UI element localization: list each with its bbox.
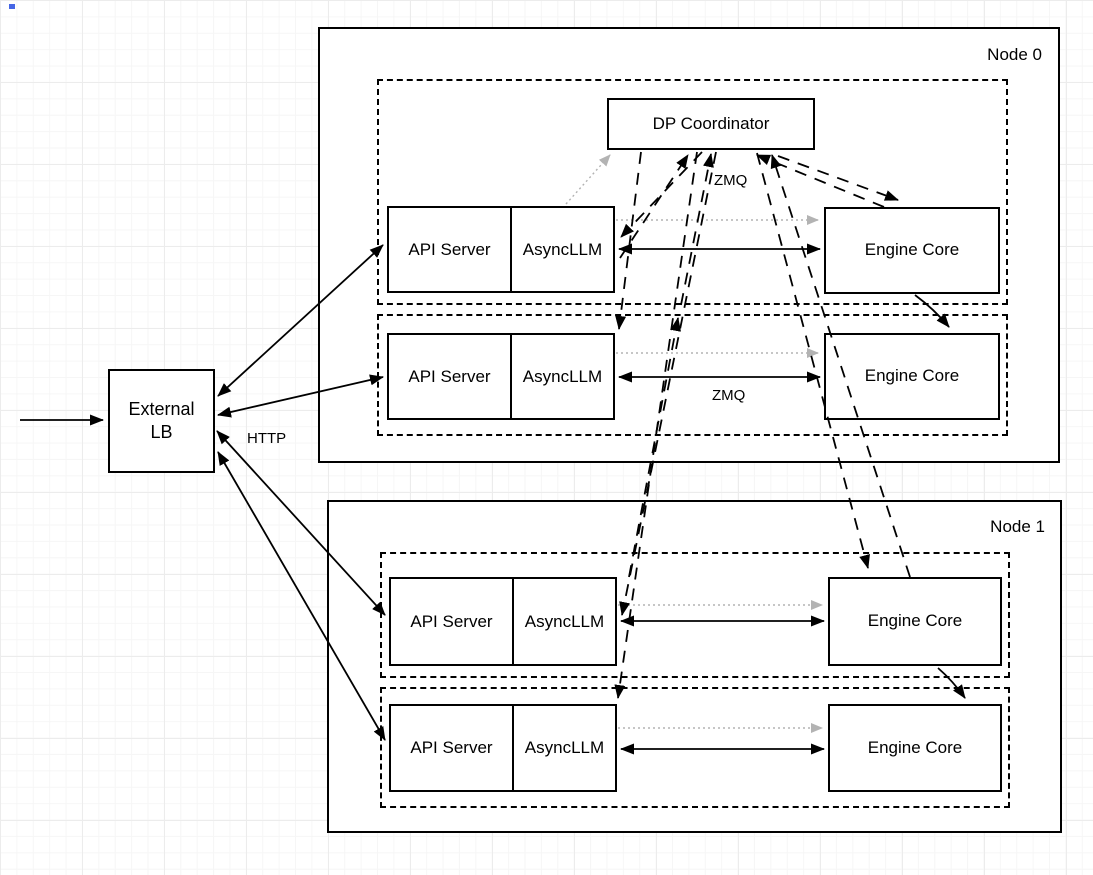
zmq-coordinator-edge-label: ZMQ (714, 172, 748, 189)
node1-row1-engine-core-box: Engine Core (828, 704, 1002, 792)
asyncllm-box: AsyncLLM (511, 706, 615, 790)
api-server-box: API Server (408, 366, 491, 386)
dp-coordinator-box: DP Coordinator (607, 98, 815, 150)
node0-row0-api-async-box: API Server AsyncLLM (387, 206, 615, 293)
cursor-artifact-dot (9, 4, 15, 9)
node1-row1-api-async-box: API Server AsyncLLM (389, 704, 617, 792)
asyncllm-box: AsyncLLM (511, 579, 615, 664)
http-edge-label: HTTP (247, 430, 287, 447)
api-server-box: API Server (410, 738, 493, 757)
zmq-engine-edge-label: ZMQ (712, 387, 746, 404)
node0-row0-engine-core-box: Engine Core (824, 207, 1000, 294)
api-server-box: API Server (410, 611, 493, 631)
node0-row1-engine-core-box: Engine Core (824, 333, 1000, 420)
asyncllm-box: AsyncLLM (509, 208, 613, 291)
node1-row0-engine-core-box: Engine Core (828, 577, 1002, 666)
asyncllm-box: AsyncLLM (509, 335, 613, 418)
node1-title: Node 1 (990, 517, 1045, 536)
node1-row0-api-async-box: API Server AsyncLLM (389, 577, 617, 666)
node0-row1-api-async-box: API Server AsyncLLM (387, 333, 615, 420)
node0-title: Node 0 (987, 45, 1042, 64)
external-lb-box: External LB (108, 369, 215, 473)
api-server-box: API Server (408, 239, 491, 259)
